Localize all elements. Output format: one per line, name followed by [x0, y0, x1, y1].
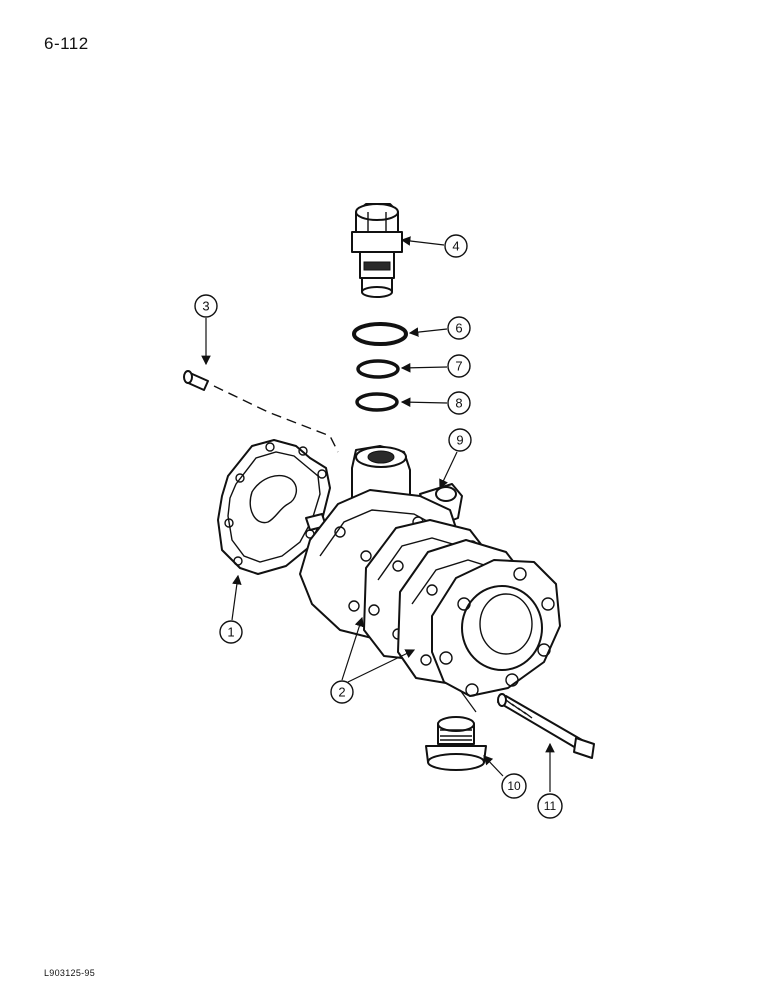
svg-text:9: 9 — [456, 433, 463, 448]
leader-10 — [483, 755, 504, 777]
drain-plug — [425, 716, 487, 771]
page-number: 6-112 — [44, 34, 89, 53]
callout-11: 11 — [537, 793, 563, 819]
callout-8: 8 — [447, 391, 471, 415]
svg-text:7: 7 — [455, 359, 462, 374]
svg-text:6: 6 — [455, 321, 462, 336]
pump-assembly — [299, 445, 561, 697]
callout-1: 1 — [219, 620, 243, 644]
leader-9 — [439, 451, 458, 490]
callout-10: 10 — [501, 773, 527, 799]
leader-1 — [231, 574, 242, 621]
leader-to-plug — [459, 689, 477, 713]
svg-text:3: 3 — [202, 299, 209, 314]
cap-screw — [497, 693, 595, 759]
callout-4: 4 — [444, 234, 468, 258]
leader-2a — [341, 616, 364, 681]
dowel-pin — [183, 370, 209, 391]
figure-code: L903125-95 — [44, 968, 96, 978]
callout-6: 6 — [447, 316, 471, 340]
svg-text:1: 1 — [227, 625, 234, 640]
o-ring-6 — [352, 322, 408, 346]
o-ring-8 — [355, 392, 399, 412]
leader-2b — [347, 649, 416, 683]
callout-7: 7 — [447, 354, 471, 378]
svg-text:11: 11 — [544, 799, 557, 813]
callout-3: 3 — [194, 294, 218, 318]
relief-valve-cartridge — [351, 203, 403, 298]
dowel-alignment-line — [213, 385, 339, 453]
leader-6 — [408, 327, 448, 337]
svg-text:10: 10 — [507, 779, 521, 793]
leader-7 — [400, 363, 448, 373]
callout-9: 9 — [448, 428, 472, 452]
callout-2: 2 — [330, 680, 354, 704]
leader-4 — [400, 236, 445, 246]
svg-text:4: 4 — [452, 239, 459, 254]
leader-8 — [400, 397, 448, 407]
svg-text:8: 8 — [455, 396, 462, 411]
o-ring-7 — [356, 359, 400, 379]
svg-text:2: 2 — [338, 685, 345, 700]
